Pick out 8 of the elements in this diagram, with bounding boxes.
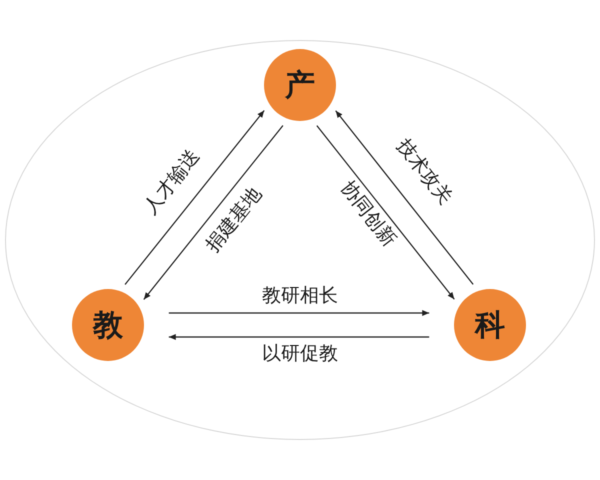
- arrow: [124, 110, 265, 285]
- arrow: [168, 310, 430, 316]
- edge-label: 以研促教: [261, 344, 339, 364]
- arrow: [335, 110, 474, 285]
- arrow: [168, 334, 430, 340]
- arrow: [143, 125, 284, 300]
- arrow: [316, 125, 455, 300]
- edge-label: 教研相长: [261, 286, 339, 306]
